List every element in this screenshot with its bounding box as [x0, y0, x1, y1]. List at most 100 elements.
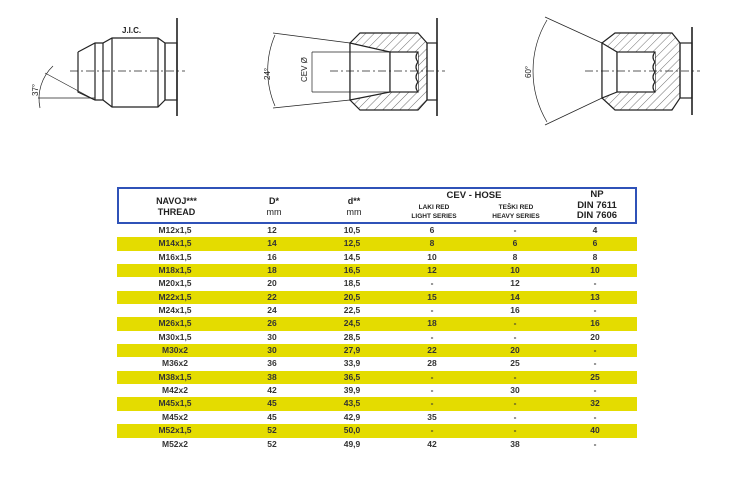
- table-cell: 16: [510, 305, 520, 316]
- table-cell: -: [513, 425, 517, 436]
- table-cell: M36x2: [162, 358, 188, 369]
- table-cell: -: [513, 411, 517, 422]
- table-cell: -: [430, 385, 434, 396]
- table-cell: -: [593, 411, 597, 422]
- table-cell: 50,0: [343, 425, 361, 436]
- table-cell: M45x1,5: [158, 398, 192, 409]
- table-cell: 22: [267, 291, 277, 302]
- table-cell: 30: [267, 331, 277, 342]
- table-cell: 30: [267, 345, 277, 356]
- table-cell: 25: [590, 371, 600, 382]
- table-cell: 6: [592, 238, 598, 249]
- table-cell: -: [593, 278, 597, 289]
- table-cell: -: [513, 225, 517, 235]
- din-7606: DIN 7606: [576, 210, 618, 221]
- table-cell: 14,5: [343, 251, 361, 262]
- table-cell: M14x1,5: [158, 238, 192, 249]
- table-cell: 38: [267, 371, 277, 382]
- table-cell: 12: [510, 278, 520, 289]
- angle-37-label: 37°: [31, 84, 40, 96]
- table-cell: 27,9: [343, 345, 361, 356]
- table-cell: M26x1,5: [158, 318, 192, 329]
- table-cell: M52x2: [162, 438, 188, 449]
- table-cell: M18x1,5: [158, 265, 192, 276]
- hose-diameter-label: CEV Ø: [300, 57, 309, 82]
- table-cell: -: [513, 371, 517, 382]
- fitting-drawings: J.I.C. 37° 24° CEV Ø 60°: [31, 16, 700, 126]
- table-cell: 40: [590, 425, 600, 436]
- D-header: D*: [268, 196, 279, 206]
- table-cell: -: [430, 331, 434, 342]
- light-series-header: LAKI RED: [418, 204, 450, 211]
- table-cell: 14: [267, 238, 277, 249]
- D-unit: mm: [266, 207, 282, 217]
- table-cell: 35: [427, 411, 437, 422]
- table-cell: 16: [267, 251, 277, 262]
- thread-header-en: THREAD: [157, 207, 196, 217]
- table-cell: M16x1,5: [158, 251, 192, 262]
- table-cell: M42x2: [162, 385, 188, 396]
- table-cell: 25: [510, 358, 520, 369]
- table-cell: 10: [590, 265, 600, 276]
- table-cell: 39,9: [343, 385, 361, 396]
- table-cell: -: [593, 438, 597, 449]
- table-cell: 28: [427, 358, 437, 369]
- table-cell: 18: [267, 265, 277, 276]
- table-cell: 30: [510, 385, 520, 396]
- table-cell: 10,5: [343, 225, 361, 235]
- np-header: NP: [590, 189, 604, 200]
- table-cell: -: [593, 345, 597, 356]
- table-cell: 38: [510, 438, 520, 449]
- table-cell: 8: [592, 251, 598, 262]
- table-cell: 6: [512, 238, 518, 249]
- table-cell: M22x1,5: [158, 291, 192, 302]
- table-cell: -: [430, 278, 434, 289]
- table-cell: 20: [590, 331, 600, 342]
- table-cell: 28,5: [343, 331, 361, 342]
- jic-fitting-drawing: [38, 18, 185, 116]
- heavy-series-header-en: HEAVY SERIES: [492, 213, 540, 220]
- table-cell: 6: [429, 225, 435, 235]
- d-unit: mm: [346, 207, 362, 217]
- table-cell: 45: [267, 398, 277, 409]
- table-cell: 33,9: [343, 358, 361, 369]
- table-cell: 43,5: [343, 398, 361, 409]
- table-cell: 20,5: [343, 291, 361, 302]
- table-cell: 52: [267, 438, 277, 449]
- din-7611: DIN 7611: [577, 199, 617, 211]
- table-header: NAVOJ*** THREAD D* mm d** mm CEV - HOSE …: [117, 187, 637, 224]
- table-cell: 12: [267, 225, 277, 235]
- cone-60-drawing: [532, 16, 700, 126]
- table-cell: -: [513, 398, 517, 409]
- hose-header: CEV - HOSE: [446, 190, 502, 201]
- table-cell: 24,5: [343, 318, 361, 329]
- angle-24-label: 24°: [263, 68, 272, 80]
- table-cell: 20: [267, 278, 277, 289]
- table-cell: 36,5: [343, 371, 361, 382]
- table-cell: -: [430, 305, 434, 316]
- table-cell: -: [430, 371, 434, 382]
- table-cell: 13: [590, 291, 600, 302]
- jic-label: J.I.C.: [122, 26, 141, 35]
- table-cell: M52x1,5: [158, 425, 192, 436]
- table-cell: 26: [267, 318, 277, 329]
- table-cell: -: [593, 305, 597, 316]
- table-cell: M24x1,5: [158, 305, 192, 316]
- table-cell: 52: [267, 425, 277, 436]
- table-cell: 12: [427, 265, 437, 276]
- table-cell: M30x1,5: [158, 331, 192, 342]
- table-cell: 12,5: [343, 238, 361, 249]
